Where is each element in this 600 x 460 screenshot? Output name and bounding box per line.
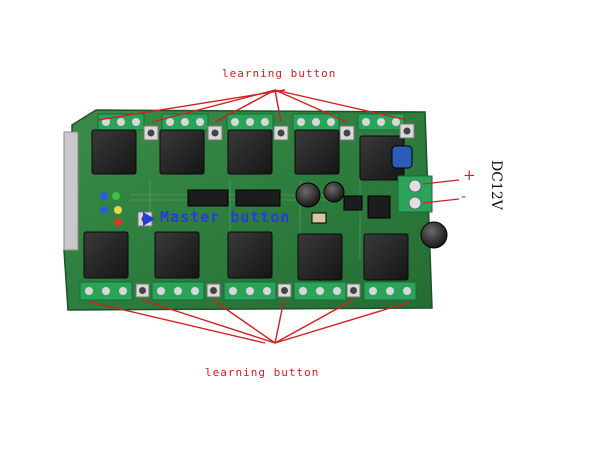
terminal-screws-bottom bbox=[85, 287, 411, 295]
minus-terminal-sign: - bbox=[461, 187, 467, 205]
power-terminal bbox=[397, 175, 433, 213]
top-learning-buttons bbox=[143, 123, 415, 141]
plus-terminal-sign: + bbox=[463, 166, 476, 184]
top-learning-caption: learning button bbox=[222, 67, 337, 80]
master-button-label: Master button bbox=[160, 208, 291, 226]
terminal-screws-top bbox=[102, 118, 400, 126]
bottom-learning-buttons bbox=[135, 283, 361, 298]
master-arrow bbox=[143, 212, 155, 226]
bottom-leader-lines bbox=[89, 299, 411, 344]
power-lead-lines bbox=[422, 179, 460, 204]
capacitors bbox=[295, 145, 448, 249]
power-voltage-label: DC12V bbox=[488, 160, 504, 210]
status-leds bbox=[100, 192, 122, 226]
bottom-learning-caption: learning button bbox=[205, 366, 320, 379]
top-leader-lines bbox=[97, 89, 408, 123]
ic-chips bbox=[187, 189, 391, 219]
bottom-relays bbox=[83, 231, 409, 281]
top-terminal-blocks bbox=[97, 113, 405, 131]
